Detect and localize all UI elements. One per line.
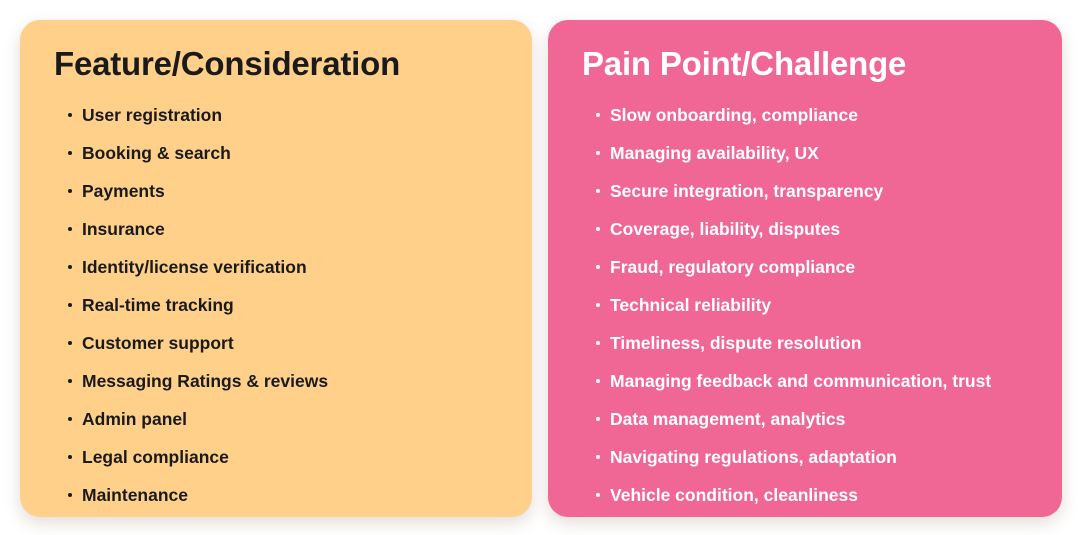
list-item: Navigating regulations, adaptation <box>564 438 1036 476</box>
list-item: User registration <box>36 96 506 134</box>
list-item: Coverage, liability, disputes <box>564 210 1036 248</box>
list-item: Managing availability, UX <box>564 134 1036 172</box>
list-item: Managing feedback and communication, tru… <box>564 362 1036 400</box>
list-item: Booking & search <box>36 134 506 172</box>
list-item: Messaging Ratings & reviews <box>36 362 506 400</box>
list-item: Vehicle condition, cleanliness <box>564 476 1036 514</box>
list-item: Timeliness, dispute resolution <box>564 324 1036 362</box>
pain-point-challenge-card: Pain Point/Challenge Slow onboarding, co… <box>548 20 1062 517</box>
list-item: Customer support <box>36 324 506 362</box>
pain-point-challenge-title: Pain Point/Challenge <box>582 45 907 82</box>
list-item: Slow onboarding, compliance <box>564 96 1036 134</box>
list-item: Data management, analytics <box>564 400 1036 438</box>
list-item: Insurance <box>36 210 506 248</box>
list-item: Payments <box>36 172 506 210</box>
list-item: Legal compliance <box>36 438 506 476</box>
list-item: Fraud, regulatory compliance <box>564 248 1036 286</box>
list-item: Admin panel <box>36 400 506 438</box>
feature-consideration-title: Feature/Consideration <box>54 45 401 82</box>
list-item: Maintenance <box>36 476 506 514</box>
pain-point-challenge-list: Slow onboarding, compliance Managing ava… <box>564 96 1036 514</box>
list-item: Identity/license verification <box>36 248 506 286</box>
list-item: Technical reliability <box>564 286 1036 324</box>
list-item: Real-time tracking <box>36 286 506 324</box>
feature-consideration-list: User registration Booking & search Payme… <box>36 96 506 514</box>
list-item: Secure integration, transparency <box>564 172 1036 210</box>
feature-consideration-card: Feature/Consideration User registration … <box>20 20 532 517</box>
